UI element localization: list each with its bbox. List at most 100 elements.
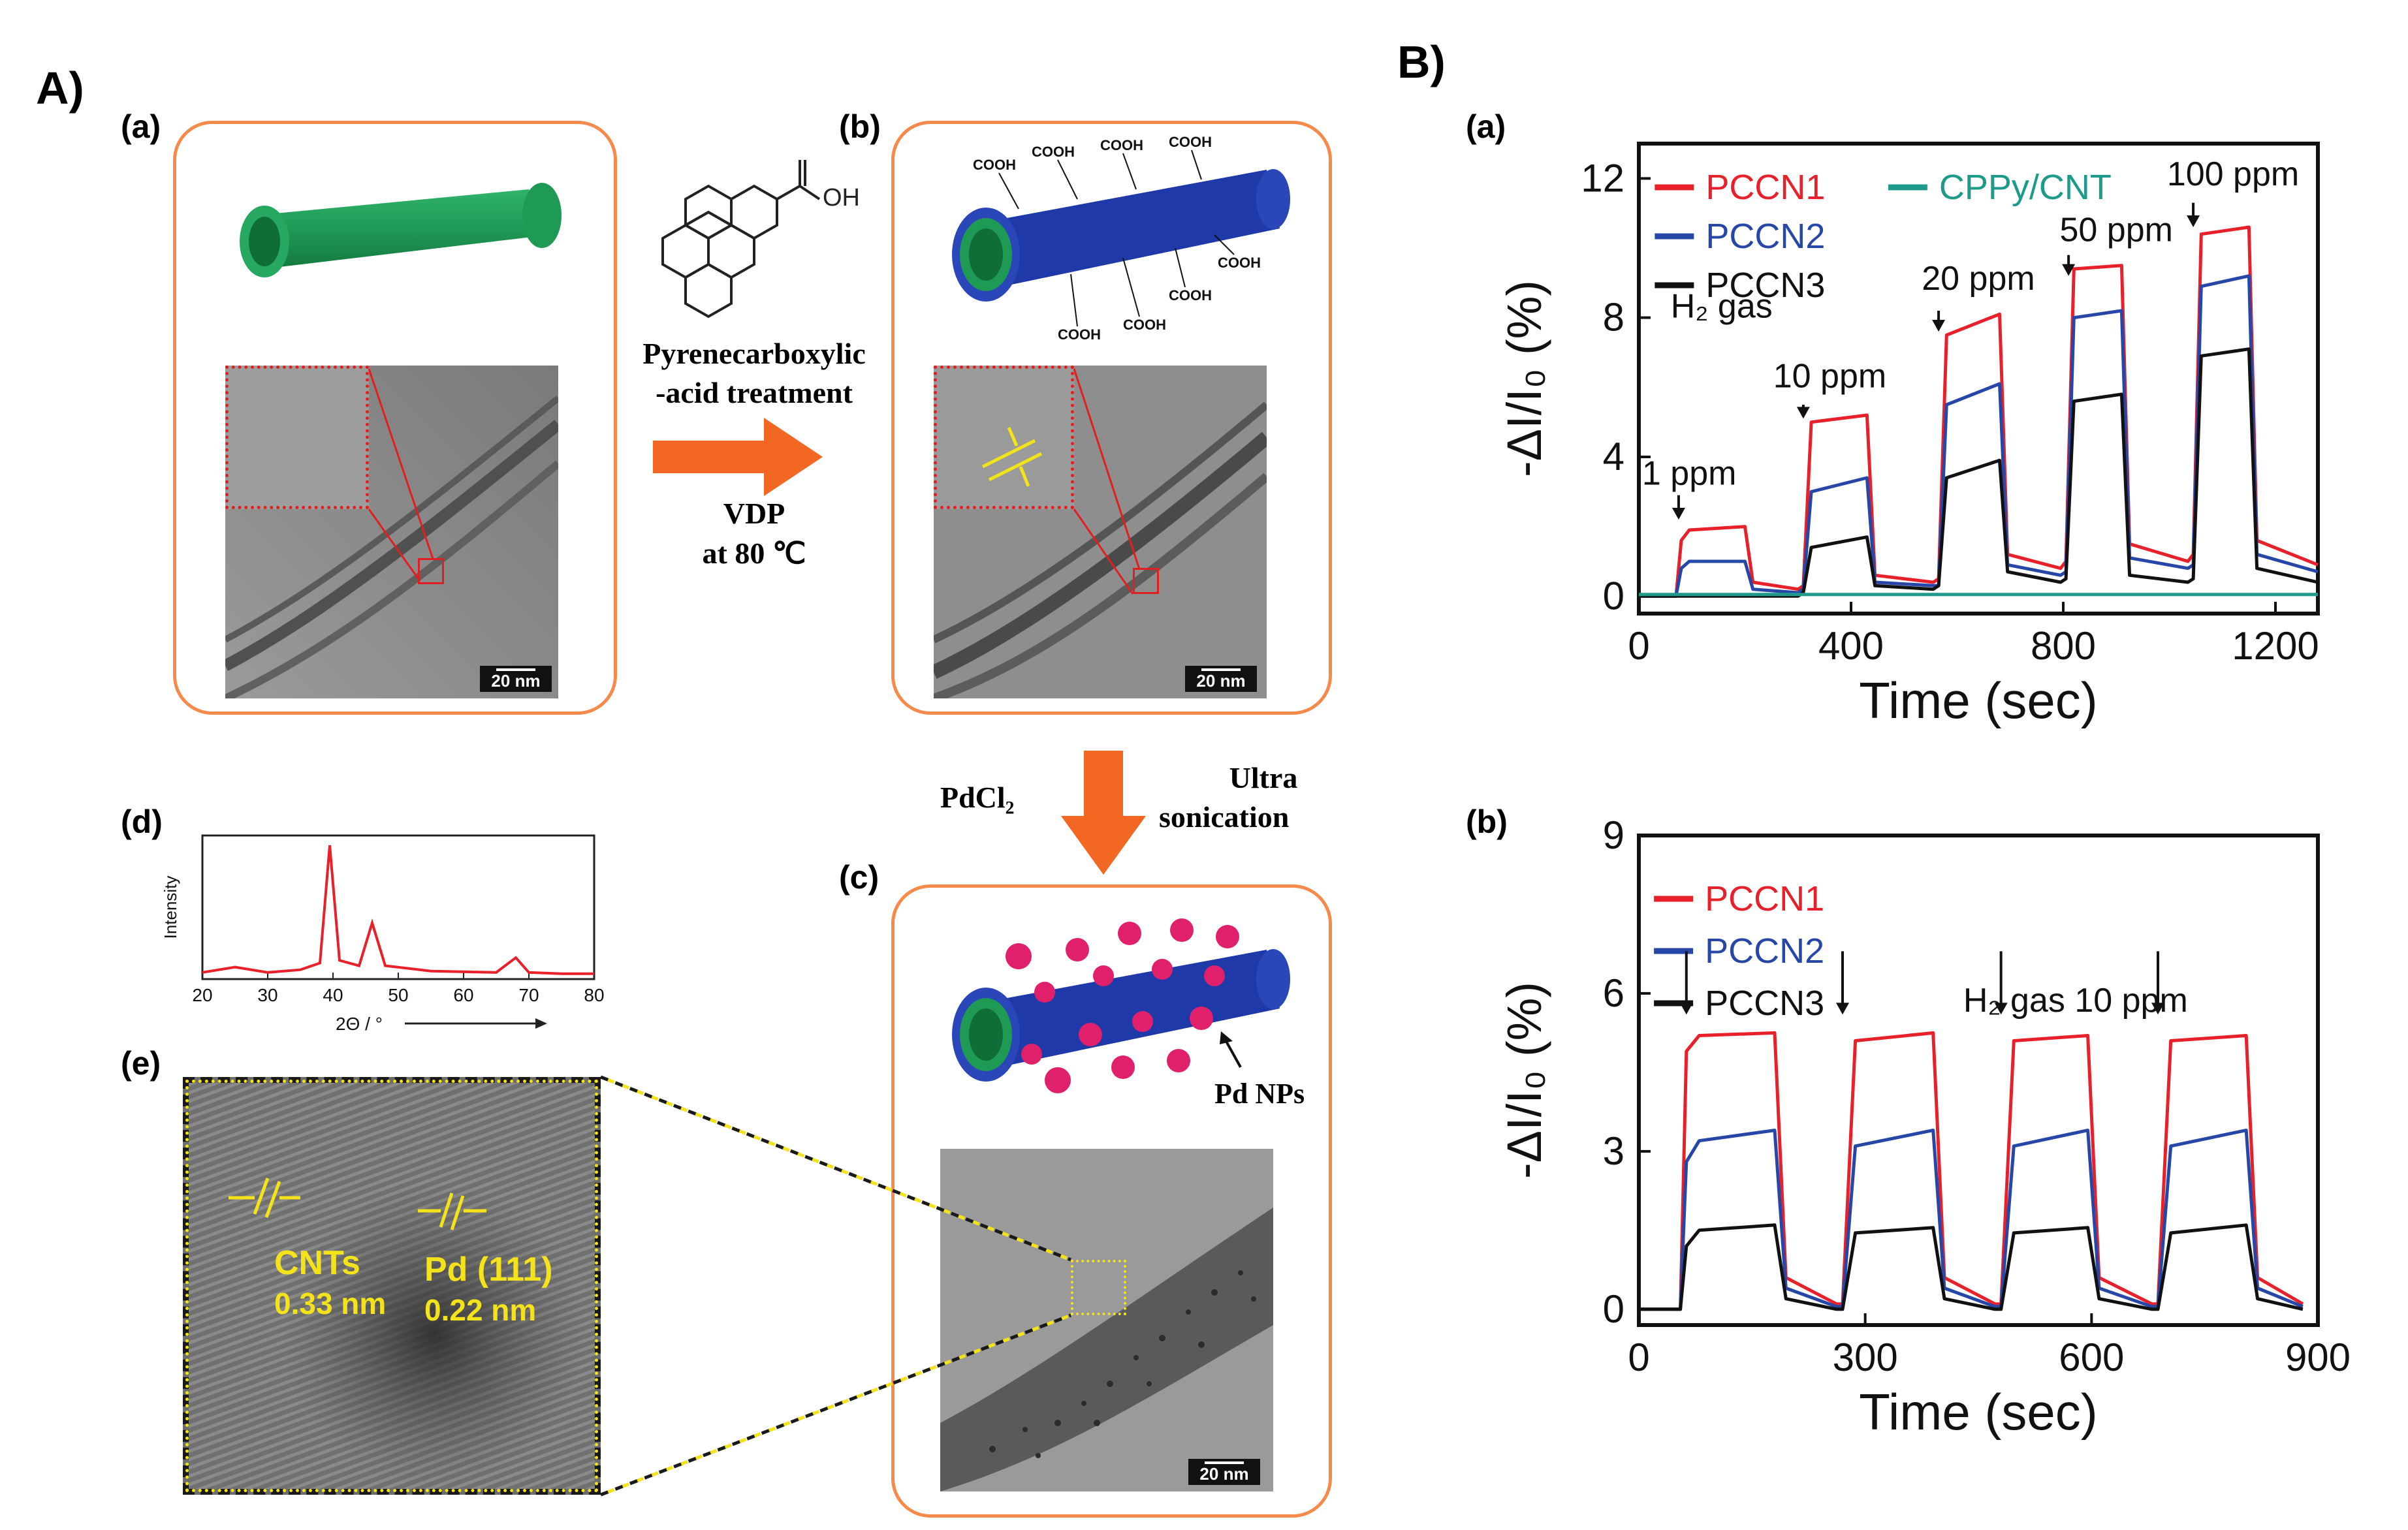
ba-xtick-label: 0 (1628, 624, 1649, 668)
xrd-xtick-label: 40 (323, 985, 343, 1005)
bb-series-pccn2 (1639, 1129, 2304, 1311)
panel-b-label: (b) (839, 108, 881, 145)
xrd-xtick-label: 20 (192, 985, 212, 1005)
bb-legend-label: PCCN1 (1705, 879, 1824, 918)
ba-ylabel: -ΔI/I₀ (%) (1497, 280, 1551, 477)
panel-bb-label: (b) (1466, 804, 1508, 840)
bb-ylabel: -ΔI/I₀ (%) (1497, 982, 1551, 1179)
bb-annotation: H₂ gas 10 ppm (1963, 982, 2188, 1020)
cnts-value: 0.33 nm (274, 1287, 387, 1320)
bb-frame (1637, 834, 2320, 1327)
bb-ytick-label: 6 (1603, 971, 1624, 1015)
pd-nps-label: Pd NPs (1214, 1078, 1305, 1110)
svg-text:COOH: COOH (1058, 326, 1101, 343)
lattice-markers (229, 1178, 486, 1230)
xrd-ylabel: Intensity (161, 876, 180, 939)
ba-annotation-arrowhead (2062, 264, 2076, 276)
zoom-lines-a (368, 368, 434, 582)
pd111-value: 0.22 nm (424, 1293, 537, 1327)
xrd-xtick-label: 70 (518, 985, 539, 1005)
bb-ytick-label: 9 (1603, 813, 1624, 857)
ba-ytick-label: 8 (1603, 296, 1624, 339)
bb-legend-label: PCCN3 (1705, 984, 1824, 1023)
ultra-label-1: Ultra (1229, 761, 1298, 794)
svg-text:COOH: COOH (973, 157, 1016, 173)
xrd-series-line (202, 845, 594, 975)
scalebar-c: 20 nm (1188, 1459, 1260, 1485)
bb-pulse-arrowhead (1994, 1003, 2008, 1015)
cnts-label: CNTs (274, 1244, 360, 1282)
xrd-xtick-label: 50 (388, 985, 408, 1005)
xrd-xlabel: 2Θ / ° (336, 1014, 383, 1034)
bb-pulse-arrowhead (2151, 1003, 2165, 1015)
ba-annotation: 1 ppm (1642, 455, 1737, 493)
ba-series-pccn2 (1639, 274, 2319, 598)
ba-legend-label: CPPy/CNT (1939, 168, 2112, 207)
ba-ytick-label: 12 (1581, 156, 1624, 200)
svg-text:COOH: COOH (1169, 134, 1212, 150)
panel-e-label: (e) (121, 1045, 161, 1082)
pdcl2-label: PdCl₂ (940, 781, 1015, 814)
pd111-label: Pd (111) (424, 1251, 553, 1288)
bb-ytick-label: 3 (1603, 1129, 1624, 1173)
ba-annotation: 50 ppm (2060, 211, 2173, 249)
zoom-region-b (1133, 568, 1159, 594)
bb-xlabel: Time (sec) (1859, 1383, 2097, 1441)
ba-annotation-arrowhead (1932, 320, 1946, 332)
zoom-region-c (1071, 1260, 1126, 1315)
bb-pulse-arrowhead (1836, 1003, 1849, 1015)
inset-zoom-a (225, 366, 369, 509)
xrd-xlabel-arrowhead (535, 1018, 547, 1029)
ba-annotation: 100 ppm (2167, 155, 2299, 193)
bb-xtick-label: 300 (1833, 1335, 1898, 1379)
functionalized-cnt-illustration: COOH COOH COOH COOH COOH COOH COOH COOH (952, 134, 1290, 343)
svg-text:OH: OH (823, 184, 860, 211)
tem-image-c (940, 1149, 1273, 1491)
section-a-label: A) (36, 63, 84, 114)
ba-ytick-label: 4 (1603, 435, 1624, 478)
bb-series-pccn1 (1639, 1031, 2304, 1311)
xrd-xtick-label: 60 (453, 985, 473, 1005)
ba-annotation-arrowhead (1671, 508, 1685, 520)
vdp-label: VDP (723, 497, 785, 530)
ba-xtick-label: 1200 (2232, 624, 2319, 668)
panel-ba-label: (a) (1466, 108, 1506, 145)
zoom-lines-b (1073, 368, 1141, 595)
ba-annotation-arrowhead (1796, 407, 1810, 419)
ba-series-pccn1 (1639, 225, 2319, 598)
cnt-tube-illustration (240, 183, 562, 277)
ba-annotation: 10 ppm (1773, 357, 1886, 395)
pyrene-label-1: Pyrenecarboxylic (642, 337, 866, 370)
panel-a-label: (a) (121, 108, 161, 145)
ba-legend-label: PCCN2 (1705, 217, 1825, 256)
bb-series-pccn3 (1639, 1223, 2304, 1311)
svg-text:COOH: COOH (1218, 255, 1261, 271)
svg-text:COOH: COOH (1032, 144, 1075, 160)
ba-xtick-label: 400 (1818, 624, 1884, 668)
xrd-xtick-label: 80 (584, 985, 604, 1005)
panel-d-label: (d) (121, 804, 163, 840)
vdp-temp: at 80 ℃ (702, 537, 806, 570)
bb-pulse-arrowhead (1679, 1003, 1693, 1015)
zoom-region-a (418, 558, 444, 584)
pyrene-structure: OH (661, 160, 860, 319)
ba-xlabel: Time (sec) (1859, 672, 2097, 729)
ba-legend-label: PCCN1 (1705, 168, 1825, 207)
arrow-right-icon (653, 418, 823, 496)
ba-annotation: H₂ gas (1671, 288, 1773, 326)
bb-xtick-label: 600 (2059, 1335, 2124, 1379)
svg-text:COOH: COOH (1169, 287, 1212, 304)
bb-xtick-label: 900 (2285, 1335, 2351, 1379)
pd-decorated-cnt-illustration (952, 918, 1290, 1093)
ba-xtick-label: 800 (2031, 624, 2096, 668)
arrow-down-icon (1061, 751, 1146, 875)
svg-text:COOH: COOH (1100, 137, 1143, 153)
ba-ytick-label: 0 (1603, 574, 1624, 617)
hrtem-image (183, 1077, 601, 1495)
ba-frame (1637, 142, 2320, 616)
ba-annotation: 20 ppm (1922, 260, 2035, 298)
panel-c-label: (c) (839, 859, 879, 896)
bb-ytick-label: 0 (1603, 1287, 1624, 1331)
